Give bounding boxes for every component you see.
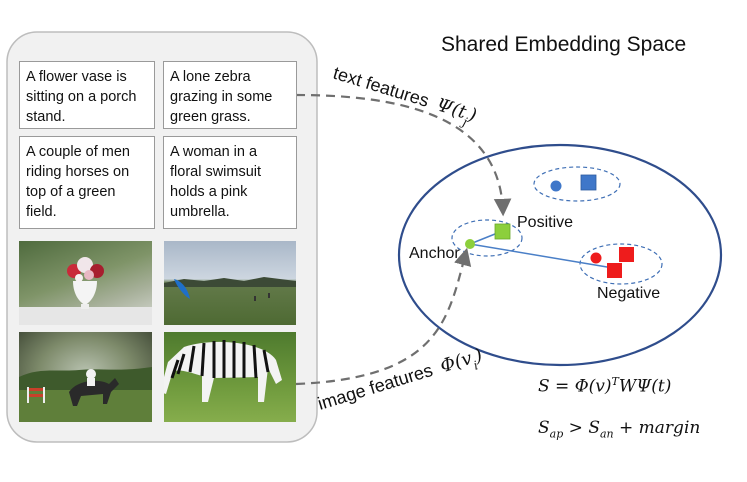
text-feature-arrow [295,93,512,217]
cluster-ellipse-anchor [451,219,523,257]
field-umbrella-photo [164,241,296,325]
similarity-equation: S = Φ(v)TWΨ(t) [538,375,672,397]
cluster-ellipse-top [533,166,621,202]
text-features-label: text features Ψ(tj) [329,63,479,131]
flower-vase-photo [19,241,152,325]
negative-label: Negative [597,285,661,302]
anchor-point [465,239,475,249]
anchor-label: Anchor [409,245,460,262]
embedding-space-ellipse [397,143,723,367]
negative-circle-point [590,252,602,264]
caption-box-3: A couple of men riding horses on top of … [19,136,155,229]
margin-equation: Sap > San + margin [538,418,701,441]
other-cluster-circle-point [550,180,562,192]
caption-box-2: A lone zebra grazing in some green grass… [163,61,297,129]
image-feature-arrow [295,247,472,386]
zebra-photo [164,332,296,422]
other-cluster-square-point [580,174,597,191]
anchor-negative-line [469,243,614,269]
positive-label: Positive [517,214,574,231]
image-features-label: image features Φ(vi) [315,345,486,420]
negative-square-point-a [619,247,634,262]
caption-box-1: A flower vase is sitting on a porch stan… [19,61,155,129]
negative-square-point-b [607,263,622,278]
positive-point [494,223,511,240]
cluster-ellipse-negative [579,243,663,285]
diagram-title: Shared Embedding Space [441,33,687,56]
caption-box-4: A woman in a floral swimsuit holds a pin… [163,136,297,229]
horse-riders-photo [19,332,152,422]
